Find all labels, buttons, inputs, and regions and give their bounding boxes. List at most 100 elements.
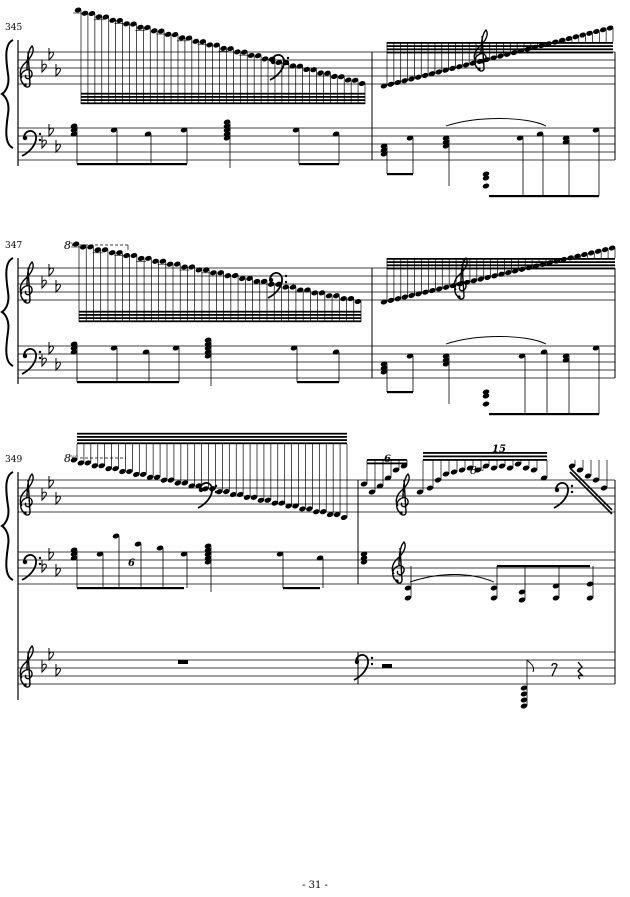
ascending-run-notes (380, 245, 616, 305)
note-head (426, 485, 434, 491)
note-head (351, 77, 359, 83)
note-head (105, 466, 112, 472)
note-head (429, 288, 436, 294)
note-head (123, 253, 130, 259)
note-head (360, 551, 368, 557)
note-head (220, 45, 227, 51)
note-head (450, 469, 458, 475)
note-head (299, 506, 306, 512)
note-head (243, 494, 251, 500)
note-head (518, 353, 526, 359)
note-head (130, 21, 137, 27)
note-head (376, 483, 384, 489)
system-1: 345 (1, 7, 616, 198)
note-head (94, 247, 101, 253)
note-head (358, 80, 366, 87)
bass-staff (18, 127, 615, 161)
note-head (387, 297, 395, 303)
note-head (384, 475, 392, 481)
note-head (271, 500, 279, 506)
note-head (462, 62, 470, 68)
note-head (204, 337, 212, 343)
note-head (552, 595, 560, 601)
note-head (482, 171, 490, 177)
note-head (340, 514, 348, 521)
note-head (178, 35, 186, 41)
brace-icon (1, 39, 14, 149)
system-2: 347 8 va (1, 239, 616, 416)
note-head (195, 267, 203, 273)
note-head (204, 345, 212, 351)
note-head (70, 123, 78, 129)
note-head (516, 135, 524, 141)
note-head (112, 466, 119, 472)
note-head (223, 489, 230, 495)
note-head (380, 361, 388, 367)
note-head (490, 585, 498, 591)
note-head (380, 151, 388, 157)
note-head (562, 357, 570, 363)
note-head (552, 583, 560, 589)
note-head (142, 349, 150, 355)
note-head (188, 483, 195, 489)
note-head (394, 296, 402, 302)
note-head (601, 247, 609, 253)
note-head (568, 463, 576, 469)
note-head (96, 551, 104, 557)
note-head (442, 143, 450, 149)
ascending-run-notes (380, 25, 614, 89)
note-head (134, 541, 142, 547)
note-head (254, 53, 262, 59)
note-head (152, 258, 159, 264)
note-head (70, 555, 78, 561)
note-head (264, 497, 272, 503)
note-head (514, 461, 522, 467)
note-head (536, 131, 544, 137)
note-head (185, 35, 193, 41)
note-head (380, 299, 388, 305)
note-head (173, 261, 181, 267)
note-head (347, 296, 355, 302)
note-head (123, 21, 130, 27)
note-head (490, 55, 497, 61)
note-head (587, 250, 595, 256)
note-head (216, 489, 223, 495)
note-head (180, 551, 188, 557)
note-head (87, 244, 94, 250)
note-head (576, 467, 584, 473)
note-head (79, 244, 87, 250)
note-head (296, 287, 304, 293)
note-head (70, 457, 78, 463)
note-head (227, 46, 234, 52)
note-head (204, 349, 212, 355)
note-head (250, 494, 258, 500)
brace-icon (1, 471, 14, 581)
note-head (204, 543, 212, 549)
note-head (292, 127, 300, 133)
note-head (482, 401, 490, 407)
note-head (490, 595, 498, 601)
note-head (442, 284, 450, 290)
note-head (137, 255, 145, 261)
note-head (213, 42, 220, 48)
note-head (70, 131, 78, 137)
note-head (333, 293, 340, 299)
note-head (278, 500, 285, 506)
measure-number: 345 (5, 23, 22, 33)
treble-staff (18, 267, 615, 301)
note-head (160, 477, 168, 483)
note-head (600, 485, 608, 491)
note-head (435, 69, 443, 75)
note-head (159, 258, 167, 264)
note-head (276, 551, 284, 557)
note-head (482, 175, 490, 181)
note-head (110, 345, 118, 351)
note-head (498, 463, 506, 469)
note-head (231, 273, 239, 279)
right-hand-figures (360, 452, 613, 515)
note-head (223, 127, 231, 133)
low-chord (520, 659, 534, 709)
note-head (491, 273, 498, 279)
note-head (318, 290, 326, 296)
